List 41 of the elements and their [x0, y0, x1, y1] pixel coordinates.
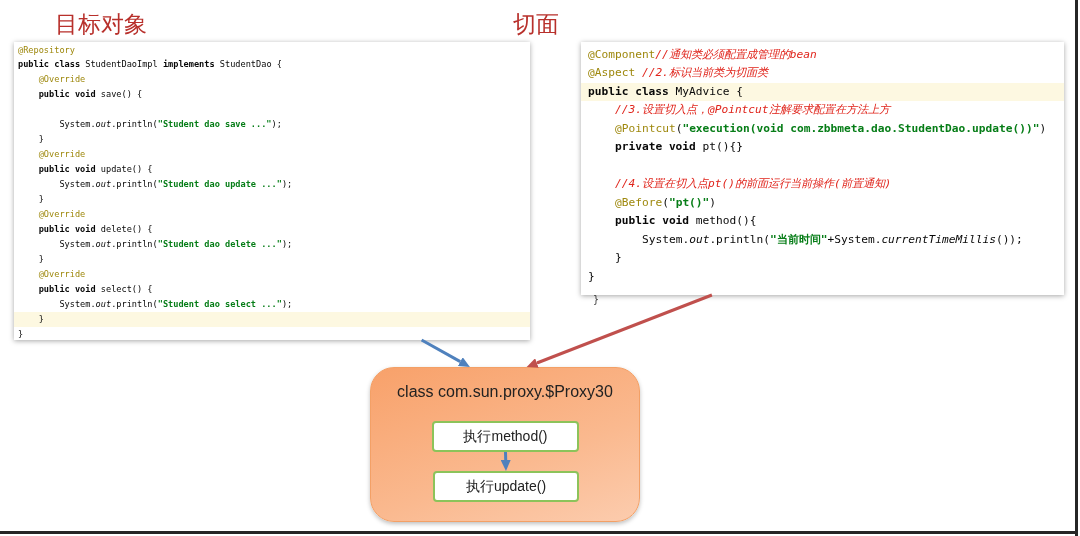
- arrow: [526, 293, 713, 368]
- box-title: class com.sun.proxy.$Proxy30: [396, 382, 614, 402]
- code-line: System.out.println("Student dao delete ...");: [59, 237, 293, 251]
- code-line: }: [615, 250, 622, 267]
- code-line: System.out.println("Student dao save ...");: [59, 118, 282, 132]
- code-line: //4.设置在切入点pt()的前面运行当前操作(前置通知): [615, 176, 892, 193]
- arrow: [500, 451, 511, 471]
- code-line: private void pt(){}: [615, 139, 743, 156]
- arrow: [420, 338, 470, 367]
- code-line: public void delete() {: [38, 222, 153, 236]
- code-line: public void save() {: [38, 88, 143, 102]
- code-line: @Component//通知类必须配置成管理的bean: [588, 46, 817, 63]
- step-box: 执行update(): [433, 471, 579, 502]
- section-heading: 切面: [513, 10, 559, 38]
- code-fragment: }: [593, 294, 600, 306]
- code-line: @Pointcut("execution(void com.zbbmeta.dao.StudentDao.update())"): [615, 120, 1047, 137]
- code-line: }: [38, 312, 44, 326]
- code-line: System.out.println("Student dao select ...");: [59, 297, 293, 311]
- step-box: 执行method(): [432, 421, 579, 452]
- code-line: public class StudentDaoImpl implements StudentDao {: [18, 58, 282, 72]
- code-line: //3.设置切入点，@Pointcut注解要求配置在方法上方: [615, 102, 890, 119]
- code-line: public void update() {: [38, 163, 153, 177]
- code-line: }: [38, 133, 44, 147]
- code-line: @Override: [38, 267, 86, 281]
- code-line: @Override: [38, 73, 86, 87]
- code-line: }: [38, 193, 44, 206]
- code-line: System.out.println("当前时间"+System.currentTimeMillis());: [642, 231, 1023, 248]
- code-line: public void select() {: [38, 282, 153, 296]
- code-line: @Override: [38, 148, 86, 162]
- code-line: @Aspect //2.标识当前类为切面类: [588, 65, 768, 82]
- code-line: public class MyAdvice {: [588, 83, 743, 100]
- code-line: @Before("pt()"): [615, 194, 717, 211]
- code-line: public void method(){: [615, 213, 757, 230]
- code-line: System.out.println("Student dao update ...");: [59, 178, 293, 192]
- class-box: [370, 367, 640, 522]
- code-line: }: [18, 327, 24, 341]
- code-line: }: [588, 268, 595, 285]
- code-line: @Override: [38, 207, 86, 221]
- code-line: @Repository: [18, 43, 75, 57]
- section-heading: 目标对象: [55, 10, 147, 38]
- code-line: }: [38, 252, 44, 266]
